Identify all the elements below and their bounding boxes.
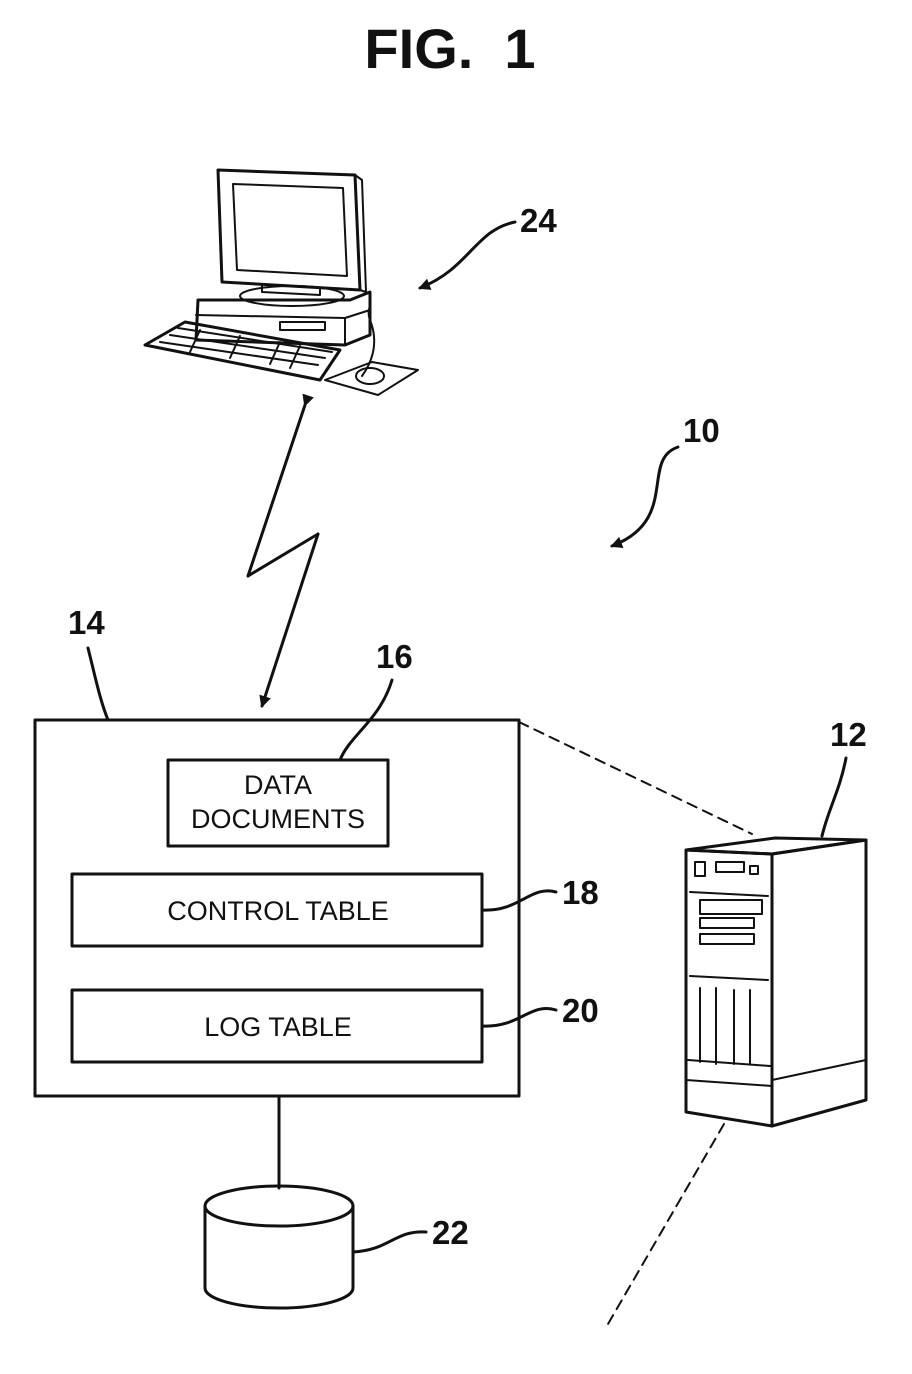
ref-12-label: 12	[830, 716, 867, 753]
database-cylinder-icon	[205, 1186, 353, 1308]
ref-24-leader	[420, 222, 515, 288]
communication-link	[248, 405, 318, 706]
desktop-computer-icon	[145, 170, 418, 395]
ref-24-label: 24	[520, 202, 557, 239]
ref-22-label: 22	[432, 1214, 469, 1251]
log-table-label: LOG TABLE	[204, 1012, 352, 1042]
data-documents-label-line2: DOCUMENTS	[191, 804, 365, 834]
ref-16-label: 16	[376, 638, 413, 675]
data-documents-label-line1: DATA	[244, 770, 312, 800]
server-tower-icon	[686, 838, 866, 1126]
control-table-label: CONTROL TABLE	[167, 896, 389, 926]
ref-18-label: 18	[562, 874, 599, 911]
ref-10-label: 10	[683, 412, 720, 449]
ref-12-leader	[822, 758, 846, 836]
ref-22-leader	[353, 1232, 426, 1252]
ref-20-label: 20	[562, 992, 599, 1029]
projection-line-bottom	[608, 1124, 724, 1324]
ref-14-label: 14	[68, 604, 105, 641]
figure-title: FIG. 1	[364, 17, 535, 80]
projection-line-top	[519, 722, 752, 834]
ref-14-leader	[88, 648, 108, 720]
ref-10-leader	[612, 447, 678, 546]
